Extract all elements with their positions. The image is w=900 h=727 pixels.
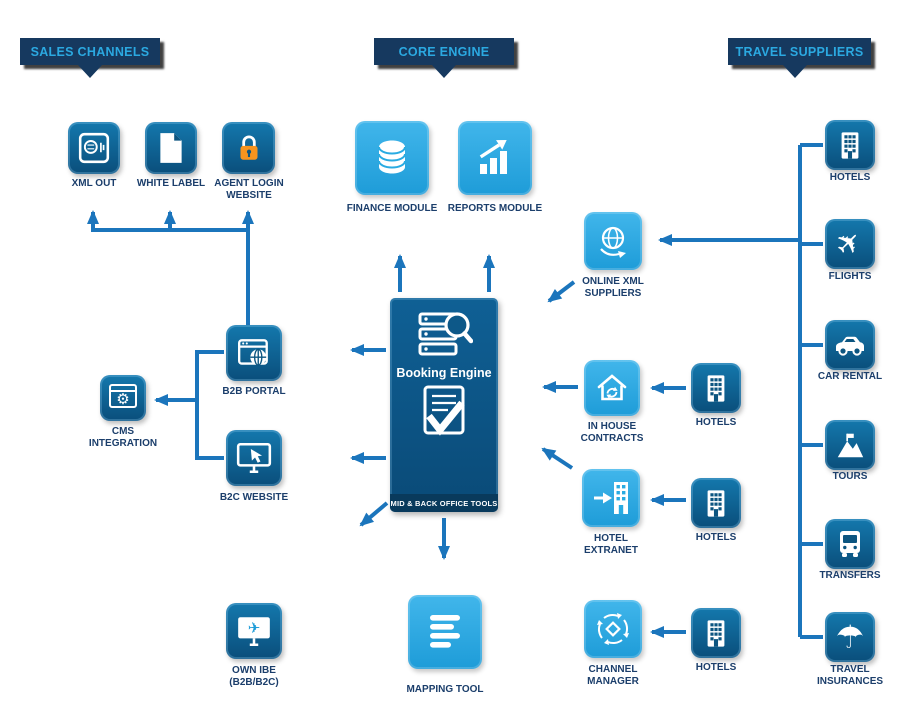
mountain-flag-icon [837, 433, 864, 458]
document-icon [160, 133, 182, 163]
reports-module-label: REPORTS MODULE [447, 203, 543, 214]
browser-globe-icon [238, 339, 268, 366]
supplier-hotels-label: HOTELS [829, 172, 871, 183]
banner-sales-channels: SALES CHANNELS [20, 38, 160, 78]
supplier-travel-insurances-node: ☂ [825, 612, 875, 662]
agent-login-label: AGENT LOGIN WEBSITE [214, 178, 284, 202]
in-house-contracts-label: IN HOUSE CONTRACTS [580, 421, 644, 445]
supplier-flights-label: FLIGHTS [828, 271, 872, 282]
xml-out-label: XML OUT [71, 178, 117, 189]
hotel-extranet-node [582, 469, 640, 527]
banner-core-engine: CORE ENGINE [374, 38, 514, 78]
hotels-extranet-node [691, 478, 741, 528]
online-xml-suppliers-node [584, 212, 642, 270]
padlock-icon [240, 135, 257, 160]
arrow-engine-to-own-ibe [359, 501, 389, 527]
mid-back-office-label: MID & BACK OFFICE TOOLS [390, 498, 498, 508]
banner-travel-suppliers: TRAVEL SUPPLIERS [728, 38, 871, 78]
umbrella-icon: ☂ [835, 619, 865, 655]
channel-manager-label: CHANNEL MANAGER [587, 664, 639, 688]
supplier-transfers-label: TRANSFERS [819, 570, 881, 581]
window-icon [109, 384, 137, 408]
connectors [87, 143, 823, 639]
monitor-icon [238, 617, 270, 646]
supplier-tours-label: TOURS [832, 471, 868, 482]
in-house-contracts-node [584, 360, 640, 416]
hub-cycle-icon [597, 613, 629, 645]
supplier-flights-node: ✈ [825, 219, 875, 269]
gear-icon: ⚙ [116, 391, 130, 408]
checked-document-icon [423, 385, 465, 436]
agent-login-node [222, 122, 275, 174]
ibe-icon: ✈ [235, 614, 273, 648]
hotels-channel-label: HOTELS [695, 662, 737, 673]
white-label-node [145, 122, 197, 174]
mapping-tool-node [408, 595, 482, 669]
own-ibe-node: ✈ [226, 603, 282, 659]
hotels-in-house-label: HOTELS [695, 417, 737, 428]
booking-engine-title: Booking Engine [396, 366, 492, 380]
cms-integration-node: ⚙ [100, 375, 146, 421]
banner-core-tail [432, 65, 456, 78]
cms-icon: ⚙ [108, 383, 138, 413]
supplier-car-rental-label: CAR RENTAL [817, 371, 883, 382]
hotels-extranet-label: HOTELS [695, 532, 737, 543]
hotel-building-icon [841, 131, 859, 159]
channel-manager-node [584, 600, 642, 658]
monitor-cursor-icon [236, 443, 272, 473]
supplier-tours-node [825, 420, 875, 470]
b2b-portal-node [226, 325, 282, 381]
supplier-car-rental-node [825, 320, 875, 370]
white-label-label: WHITE LABEL [136, 178, 206, 189]
mid-back-office-strip: MID & BACK OFFICE TOOLS [390, 494, 498, 512]
b2b-portal-label: B2B PORTAL [222, 386, 286, 397]
supplier-transfers-node [825, 519, 875, 569]
cms-integration-label: CMS INTEGRATION [88, 426, 158, 450]
hotel-extranet-label: HOTEL EXTRANET [584, 533, 638, 557]
monitor-airplane-icon: ✈ [247, 620, 261, 637]
globe-sync-icon [600, 226, 626, 258]
b2c-website-label: B2C WEBSITE [219, 492, 289, 503]
online-xml-suppliers-label: ONLINE XML SUPPLIERS [582, 276, 644, 300]
finance-module-label: FINANCE MODULE [346, 203, 438, 214]
database-coins-icon [378, 140, 406, 174]
hotel-building-icon [707, 489, 725, 517]
supplier-hotels-node [825, 120, 875, 170]
list-lines-icon [430, 615, 460, 648]
banner-core-engine-label: CORE ENGINE [398, 44, 490, 59]
car-icon [836, 336, 864, 356]
hotel-building-icon [707, 619, 725, 647]
search-servers-icon [418, 312, 473, 356]
banner-sales-channels-label: SALES CHANNELS [30, 44, 150, 59]
bar-chart-icon [479, 139, 507, 174]
booking-engine-node: Booking Engine MID & BACK OFFICE TOOLS [390, 298, 498, 512]
house-sync-icon [597, 374, 627, 401]
arrow-online-xml-to-engine [547, 280, 576, 303]
airplane-icon: ✈ [829, 223, 871, 265]
hotel-building-icon [707, 374, 725, 402]
bus-icon [840, 531, 860, 557]
supplier-travel-insurances-label: TRAVEL INSURANCES [816, 664, 884, 688]
banner-travel-tail [783, 65, 807, 78]
hotels-in-house-node [691, 363, 741, 413]
building-arrow-in-icon [594, 482, 628, 514]
b2c-website-node [226, 430, 282, 486]
own-ibe-label: OWN IBE (B2B/B2C) [229, 665, 279, 689]
arrow-extranet-to-engine [541, 447, 574, 470]
banner-travel-suppliers-label: TRAVEL SUPPLIERS [735, 44, 864, 59]
mapping-tool-label: MAPPING TOOL [406, 684, 484, 695]
reports-module-node [458, 121, 532, 195]
finance-module-node [355, 121, 429, 195]
hotels-channel-node [691, 608, 741, 658]
banner-sales-tail [78, 65, 102, 78]
xml-out-node [68, 122, 120, 174]
stamp-icon [78, 132, 110, 164]
